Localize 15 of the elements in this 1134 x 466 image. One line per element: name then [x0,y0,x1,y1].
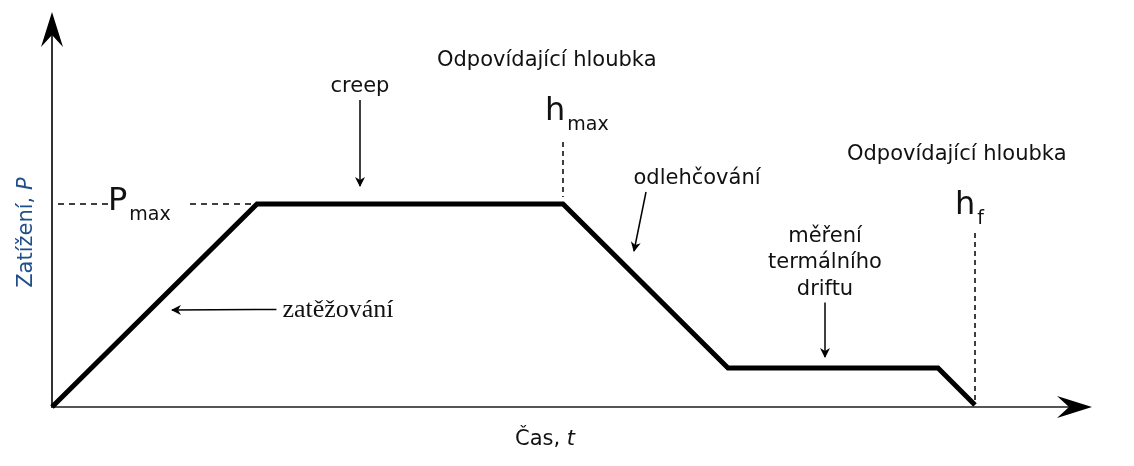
callout-label: creep [330,73,390,97]
callout-label: zatěžování [282,294,394,323]
variable-label: h$_{max}$ [545,90,609,129]
callout-label: měření termálního driftu [768,223,882,300]
leader-line [630,191,647,252]
variable-label: P$_{max}$ [108,180,171,219]
leader-line [171,304,278,315]
callout-label: odlehčování [633,165,761,189]
axis-title: Čas, t [515,426,576,452]
leader-line [820,301,830,358]
axis-title: Zatížení, P [12,176,38,288]
annotation-text: Odpovídající hloubka [847,141,1067,167]
leader-line [355,99,365,187]
variable-label: h$_{f}$ [955,184,984,223]
annotation-text: Odpovídající hloubka [437,47,657,73]
